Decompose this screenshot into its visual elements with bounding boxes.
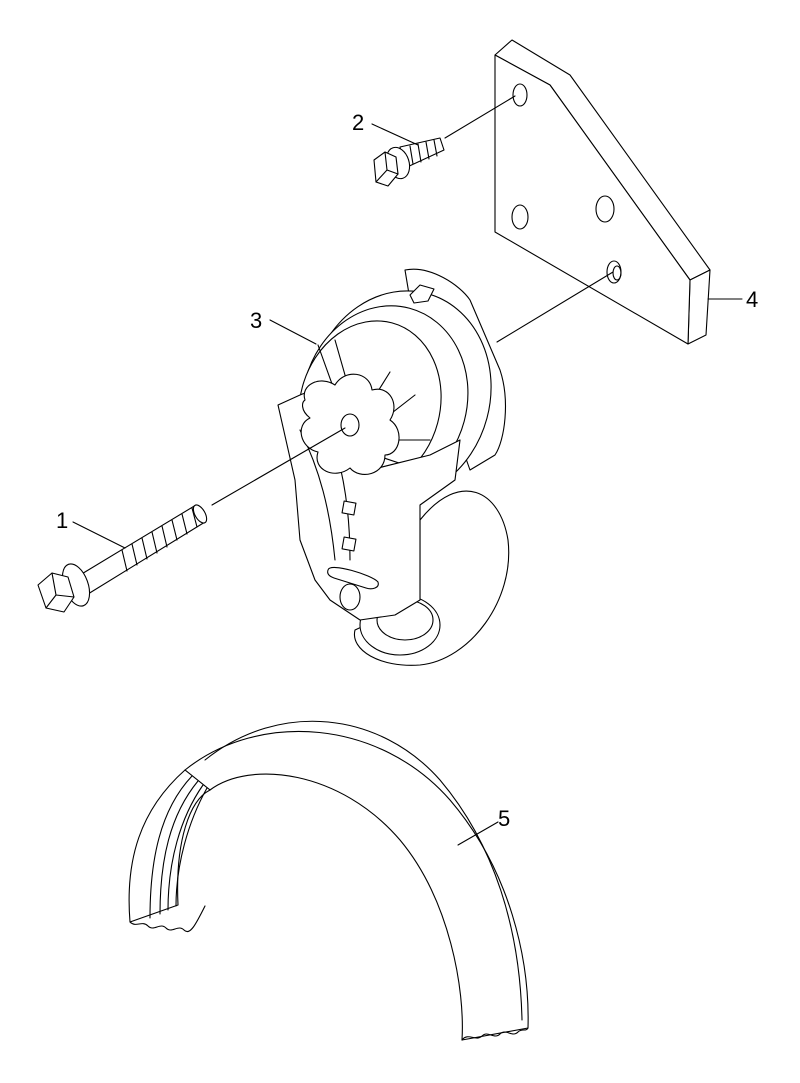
callout-4: 4 xyxy=(746,287,758,312)
mounting-bracket-icon xyxy=(494,39,711,345)
callout-1: 1 xyxy=(56,508,68,533)
leader-1 xyxy=(72,521,126,549)
callout-2: 2 xyxy=(352,110,364,135)
callout-3: 3 xyxy=(250,308,262,333)
leader-3 xyxy=(269,319,317,345)
belt-tensioner-icon xyxy=(277,268,510,666)
bolt-icon xyxy=(373,137,445,187)
centerline-bolt-1 xyxy=(211,427,346,506)
centerline-tensioner xyxy=(496,271,614,343)
leader-lines xyxy=(72,95,743,846)
ribbed-belt-icon xyxy=(128,720,529,1041)
bolt-icon xyxy=(37,504,208,613)
leader-5 xyxy=(457,821,499,846)
centerline-bolt-2 xyxy=(444,95,516,139)
leader-2 xyxy=(371,123,419,146)
callout-5: 5 xyxy=(498,806,510,831)
